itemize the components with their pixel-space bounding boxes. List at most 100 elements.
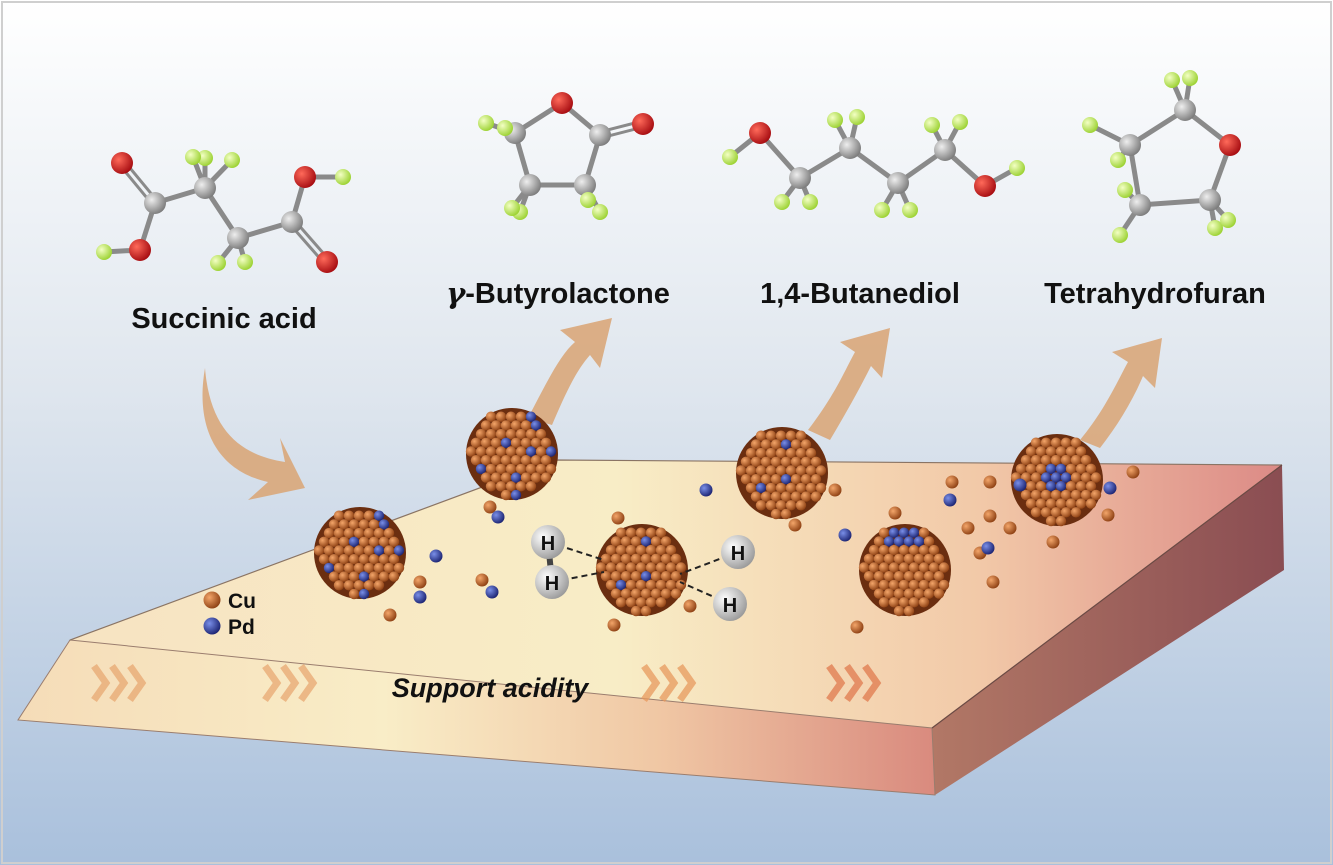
carbon-atom: [934, 139, 956, 161]
cu-atom: [480, 472, 492, 483]
cu-atom: [1040, 489, 1052, 501]
cu-atom: [868, 544, 880, 556]
oxygen-atom: [974, 175, 996, 197]
cu-atom: [353, 510, 365, 521]
cu-atom: [333, 545, 345, 556]
hydrogen-atom: [1110, 152, 1126, 168]
cu-atom: [338, 536, 350, 547]
cu-atom: [1075, 498, 1087, 509]
cu-atom: [660, 553, 672, 564]
cu-atom: [540, 437, 552, 448]
cu-atom: [378, 571, 390, 582]
cu-atom: [1075, 446, 1087, 457]
cu-atom: [810, 456, 822, 467]
hydrogen-atom: [902, 202, 918, 218]
cu-atom: [878, 544, 890, 556]
cu-atom: [620, 571, 632, 582]
cu-atom: [755, 430, 767, 441]
cu-atom: [883, 571, 895, 582]
cu-atom: [893, 571, 905, 582]
cu-atom: [378, 536, 390, 547]
cu-atom: [363, 562, 375, 574]
pd-atom: [883, 536, 895, 547]
hydrogen-atom: [1009, 160, 1025, 176]
cu-atom: [358, 536, 370, 547]
arrow-into-surface: [202, 368, 305, 500]
molecules: [96, 70, 1241, 273]
cu-atom: [780, 491, 792, 502]
pd-atom: [615, 579, 627, 591]
cu-atom: [353, 545, 365, 556]
molecule-butyrolactone: [478, 92, 654, 220]
cu-atom: [1040, 454, 1052, 466]
cu-atom: [765, 465, 777, 476]
cu-atom: [328, 536, 340, 547]
cu-atom: [908, 597, 920, 608]
pd-atom: [525, 411, 537, 422]
cu-atom: [745, 447, 757, 459]
cu-atom: [610, 536, 622, 547]
cu-atom: [595, 562, 607, 573]
cu-atom: [1040, 507, 1052, 518]
cu-atom: [655, 527, 667, 538]
cu-atom: [611, 511, 625, 525]
cu-atom: [1060, 507, 1072, 518]
cu-atom: [775, 465, 787, 476]
oxygen-atom: [749, 122, 771, 144]
cu-atom: [815, 482, 827, 494]
arrow-to-thf: [1080, 338, 1162, 448]
cu-atom: [500, 420, 512, 431]
cu-atom: [1020, 454, 1032, 466]
cu-atom: [510, 420, 522, 431]
cu-atom: [490, 455, 502, 466]
arrow-to-butyrolactone: [528, 318, 612, 425]
cu-atom: [625, 527, 637, 538]
cu-atom: [535, 446, 547, 457]
pd-atom: [903, 536, 915, 547]
cu-atom: [1080, 454, 1092, 466]
cu-atom: [475, 573, 489, 587]
pd-atom: [981, 541, 995, 555]
cu-atom: [1045, 446, 1057, 457]
cu-atom: [373, 562, 385, 574]
cu-atom: [475, 446, 487, 457]
cu-atom: [670, 553, 682, 564]
pd-atom: [1103, 481, 1117, 495]
carbon-atom: [519, 174, 541, 196]
pd-atom: [378, 519, 390, 530]
hydrogen-atom: [497, 120, 513, 136]
cu-atom: [933, 553, 945, 564]
cu-atom: [343, 545, 355, 556]
cu-atom: [745, 482, 757, 494]
cu-atom: [683, 599, 697, 613]
hydrogen-atom: [849, 109, 865, 125]
cu-atom: [333, 562, 345, 574]
cu-atom: [490, 420, 502, 431]
cu-atom: [645, 597, 657, 608]
cu-atom: [923, 571, 935, 582]
cu-atom: [625, 597, 637, 608]
cu-atom: [373, 580, 385, 591]
cu-atom: [328, 571, 340, 582]
cu-atom: [983, 475, 997, 489]
cu-atom: [888, 506, 902, 520]
cu-atom: [888, 562, 900, 573]
cu-atom: [928, 579, 940, 591]
svg-text:H: H: [731, 543, 745, 565]
cu-atom: [1060, 437, 1072, 448]
cu-atom: [785, 500, 797, 511]
cu-atom: [413, 575, 427, 589]
nanoparticle-5: [858, 524, 951, 617]
cu-atom: [1025, 498, 1037, 509]
cu-atom: [323, 545, 335, 556]
pd-atom: [1013, 478, 1027, 492]
cu-atom: [378, 554, 390, 565]
chevron-group-4: [826, 663, 882, 703]
carbon-atom: [1119, 134, 1141, 156]
pd-atom: [525, 446, 537, 457]
cu-atom: [480, 455, 492, 466]
carbon-atom: [589, 124, 611, 146]
cu-atom: [333, 580, 345, 591]
cu-atom: [1126, 465, 1140, 479]
hydrogen-atom: [924, 117, 940, 133]
